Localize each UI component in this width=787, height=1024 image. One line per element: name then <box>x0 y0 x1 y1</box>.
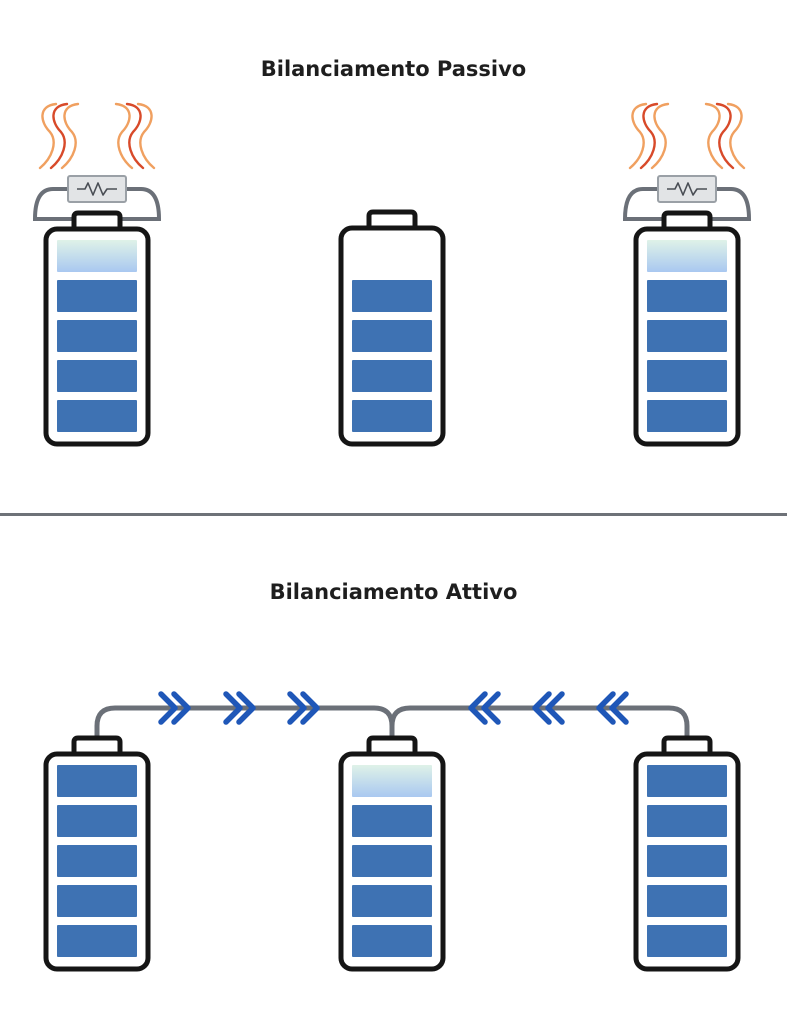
chevron <box>545 691 565 725</box>
battery-segment <box>57 805 137 837</box>
battery-segment <box>352 400 432 432</box>
double-chevron-arrow-icon <box>596 691 629 725</box>
battery-segment <box>352 360 432 392</box>
battery-segment <box>647 320 727 352</box>
heat-wave-line <box>38 102 58 170</box>
chevron <box>171 691 191 725</box>
chevron <box>223 691 243 725</box>
chevron <box>532 691 552 725</box>
battery-segment <box>352 280 432 312</box>
battery-icon <box>43 210 151 447</box>
battery-segment <box>57 925 137 957</box>
heat-wave-icon <box>628 102 746 170</box>
battery-segment <box>352 885 432 917</box>
heat-wave-line <box>60 102 80 170</box>
resistor-zigzag <box>77 182 117 196</box>
battery-segment <box>57 765 137 797</box>
chevron <box>300 691 320 725</box>
section-divider <box>0 513 787 516</box>
battery-segment <box>352 925 432 957</box>
battery-segment <box>352 805 432 837</box>
heat-wave-line <box>715 102 735 170</box>
battery-segment-top-charge <box>352 765 432 797</box>
heat-wave-line <box>125 102 145 170</box>
resistor-wire-left <box>622 187 664 221</box>
battery-segment <box>57 320 137 352</box>
battery-icon <box>43 735 151 972</box>
battery-segment <box>647 360 727 392</box>
heat-wave-line <box>136 102 156 170</box>
heat-wave-line <box>628 102 648 170</box>
battery-segment <box>57 845 137 877</box>
resistor-wire-right <box>710 187 752 221</box>
resistor-body <box>657 175 717 203</box>
battery-segment <box>647 805 727 837</box>
chevron <box>287 691 307 725</box>
battery-cap <box>366 735 418 754</box>
battery-segment <box>647 280 727 312</box>
resistor-icon <box>622 175 752 221</box>
battery-segment <box>647 885 727 917</box>
heat-wave-line <box>726 102 746 170</box>
battery-segment <box>647 925 727 957</box>
battery-segment-top-charge <box>57 240 137 272</box>
battery-icon <box>338 735 446 972</box>
double-chevron-arrow-icon <box>158 691 191 725</box>
transfer-wire-left <box>94 705 395 741</box>
battery-cap <box>71 210 123 229</box>
battery-cap <box>71 735 123 754</box>
double-chevron-arrow-icon <box>532 691 565 725</box>
battery-segment <box>57 280 137 312</box>
heat-wave-line <box>639 102 659 170</box>
battery-cap <box>366 209 418 228</box>
heat-wave-line <box>114 102 134 170</box>
chevron <box>481 691 501 725</box>
battery-cap <box>661 735 713 754</box>
heat-wave-line <box>650 102 670 170</box>
battery-segment-top-charge <box>647 240 727 272</box>
active-balancing-title: Bilanciamento Attivo <box>269 580 518 604</box>
chevron <box>609 691 629 725</box>
battery-segment <box>57 360 137 392</box>
passive-balancing-title: Bilanciamento Passivo <box>260 57 527 81</box>
double-chevron-arrow-icon <box>468 691 501 725</box>
battery-segment <box>647 400 727 432</box>
battery-icon <box>633 735 741 972</box>
chevron <box>236 691 256 725</box>
battery-segment <box>352 845 432 877</box>
transfer-wire-right <box>389 705 690 741</box>
double-chevron-arrow-icon <box>223 691 256 725</box>
battery-segment <box>647 845 727 877</box>
battery-segment <box>57 885 137 917</box>
battery-icon <box>633 210 741 447</box>
resistor-zigzag <box>667 182 707 196</box>
battery-cap <box>661 210 713 229</box>
resistor-wire-right <box>120 187 162 221</box>
heat-wave-icon <box>38 102 156 170</box>
double-chevron-arrow-icon <box>287 691 320 725</box>
resistor-wire-left <box>32 187 74 221</box>
battery-segment <box>57 400 137 432</box>
battery-icon <box>338 209 446 447</box>
heat-wave-line <box>704 102 724 170</box>
heat-wave-line <box>49 102 69 170</box>
chevron <box>596 691 616 725</box>
battery-segment <box>647 765 727 797</box>
chevron <box>468 691 488 725</box>
resistor-icon <box>32 175 162 221</box>
battery-segment <box>352 320 432 352</box>
chevron <box>158 691 178 725</box>
resistor-body <box>67 175 127 203</box>
